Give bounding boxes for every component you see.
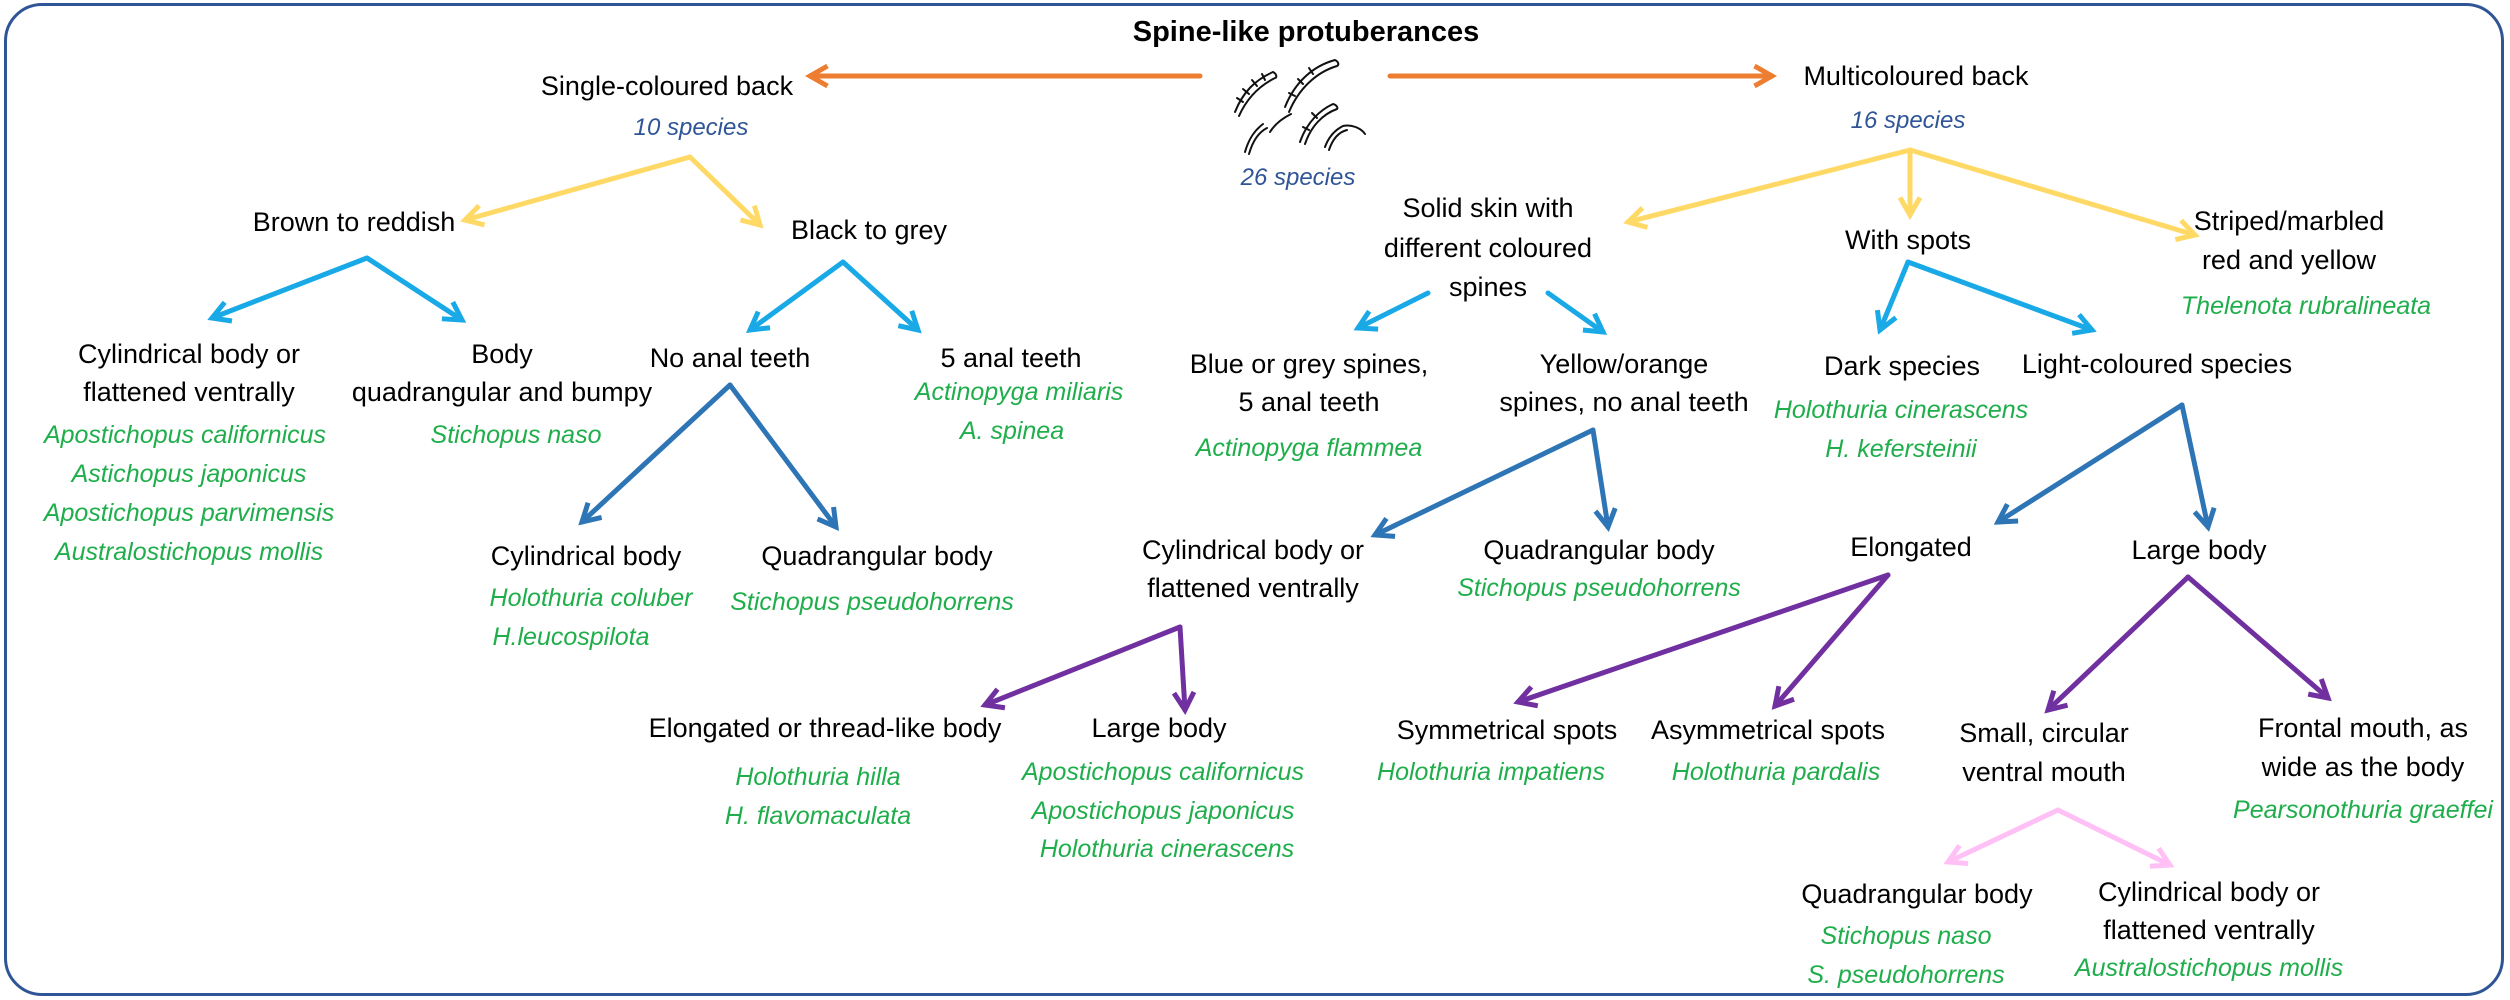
arrow-noanal-to-cyl bbox=[578, 382, 733, 526]
arrow-black-to-noanal bbox=[745, 259, 846, 333]
sm-quad-species-1: Stichopus naso bbox=[1820, 922, 1992, 950]
sea-cucumber-sketch-icon bbox=[1234, 59, 1366, 155]
dark-species-label: Dark species bbox=[1823, 351, 1981, 381]
yc-large-species-3: Holothuria cinerascens bbox=[1039, 835, 1295, 863]
yc-large-species-2: Apostichopus japonicus bbox=[1031, 797, 1295, 825]
light-large-body-label: Large body bbox=[2131, 535, 2267, 565]
arrow-large-to-smallmouth bbox=[2044, 574, 2191, 714]
sm-cyl-species-1: Australostichopus mollis bbox=[2074, 954, 2344, 982]
arrow-spots-to-light bbox=[1905, 259, 2097, 336]
arrow-light-to-elongated bbox=[1993, 402, 2185, 525]
yellow-quad-label: Quadrangular body bbox=[1483, 535, 1715, 565]
sm-quad-label: Quadrangular body bbox=[1801, 879, 2033, 909]
arrow-elongated-to-sym bbox=[1513, 572, 1891, 709]
noanal-cyl-species-2: H.leucospilota bbox=[492, 623, 650, 651]
five-anal-species-2: A. spinea bbox=[959, 417, 1065, 445]
small-mouth-label-line1: Small, circular bbox=[1959, 718, 2129, 748]
dark-species-2: H. kefersteinii bbox=[1825, 435, 1977, 463]
small-mouth-label-line2: ventral mouth bbox=[1962, 757, 2126, 787]
arrow-spots-to-dark bbox=[1874, 259, 1911, 335]
arrow-yellowspines-to-quad bbox=[1590, 427, 1618, 532]
yellow-spines-label-line2: spines, no anal teeth bbox=[1499, 387, 1749, 417]
brown-cyl-species-1: Apostichopus californicus bbox=[43, 421, 327, 449]
striped-species-1: Thelenota rubralineata bbox=[2180, 292, 2432, 320]
frontal-mouth-species-1: Pearsonothuria graeffei bbox=[2233, 796, 2493, 824]
arrow-multi-to-solid bbox=[1623, 147, 1913, 230]
single-coloured-back-count: 10 species bbox=[633, 114, 749, 141]
yc-large-body-label: Large body bbox=[1091, 713, 1227, 743]
arrow-cyl-to-large bbox=[1171, 624, 1197, 716]
five-anal-species-1: Actinopyga miliaris bbox=[914, 378, 1124, 406]
root-species-count: 26 species bbox=[1240, 164, 1356, 191]
brown-quad-label-line2: quadrangular and bumpy bbox=[351, 377, 653, 407]
arrow-elongated-to-asym bbox=[1771, 572, 1891, 710]
sm-cyl-label-line2: flattened ventrally bbox=[2103, 915, 2315, 945]
blue-spines-label-line1: Blue or grey spines, bbox=[1189, 349, 1429, 379]
solid-skin-label-line3: spines bbox=[1448, 272, 1528, 302]
solid-skin-label-line1: Solid skin with bbox=[1402, 193, 1574, 223]
arrow-single-to-brown bbox=[460, 154, 693, 228]
multicoloured-back-count: 16 species bbox=[1850, 107, 1966, 134]
arrow-yellowspines-to-cyl bbox=[1370, 427, 1596, 539]
yc-elongated-species-2: H. flavomaculata bbox=[724, 802, 912, 830]
brown-cyl-species-3: Apostichopus parvimensis bbox=[43, 499, 335, 527]
with-spots-label: With spots bbox=[1844, 225, 1972, 255]
brown-to-reddish-label: Brown to reddish bbox=[252, 207, 456, 237]
arrow-noanal-to-quad bbox=[727, 382, 840, 532]
symmetrical-spots-label: Symmetrical spots bbox=[1396, 715, 1618, 745]
brown-cyl-label-line2: flattened ventrally bbox=[83, 377, 295, 407]
arrow-smallmouth-to-quad bbox=[1943, 807, 2061, 867]
yc-elongated-species-1: Holothuria hilla bbox=[735, 763, 901, 791]
sm-cyl-label-line1: Cylindrical body or bbox=[2097, 877, 2321, 907]
brown-quad-label-line1: Body bbox=[471, 339, 533, 369]
symmetrical-species-1: Holothuria impatiens bbox=[1377, 758, 1605, 786]
blue-spines-label-line2: 5 anal teeth bbox=[1238, 387, 1380, 417]
yc-elongated-label: Elongated or thread-like body bbox=[648, 713, 1002, 743]
light-elongated-label: Elongated bbox=[1850, 532, 1972, 562]
asymmetrical-species-1: Holothuria pardalis bbox=[1671, 758, 1881, 786]
arrow-light-to-large bbox=[2179, 402, 2217, 532]
black-to-grey-label: Black to grey bbox=[790, 215, 948, 245]
frontal-mouth-label-line2: wide as the body bbox=[2261, 752, 2465, 782]
yellow-cyl-label-line2: flattened ventrally bbox=[1147, 573, 1359, 603]
multicoloured-back-label: Multicoloured back bbox=[1803, 61, 2029, 91]
yellow-spines-label-line1: Yellow/orange bbox=[1539, 349, 1709, 379]
arrow-multi-to-striped bbox=[1907, 147, 2200, 243]
arrow-single-to-black bbox=[687, 154, 764, 229]
five-anal-teeth-label: 5 anal teeth bbox=[940, 343, 1082, 373]
noanal-quad-species-1: Stichopus pseudohorrens bbox=[730, 588, 1014, 616]
asymmetrical-spots-label: Asymmetrical spots bbox=[1650, 715, 1886, 745]
diagram-frame bbox=[4, 3, 2504, 996]
striped-label-line2: red and yellow bbox=[2201, 245, 2377, 275]
arrow-cyl-to-elongated bbox=[980, 624, 1183, 711]
arrow-solid-to-yellowspines bbox=[1545, 290, 1608, 335]
brown-quad-species-1: Stichopus naso bbox=[430, 421, 602, 449]
striped-label-line1: Striped/marbled bbox=[2193, 206, 2385, 236]
noanal-quad-label: Quadrangular body bbox=[761, 541, 993, 571]
yc-large-species-1: Apostichopus californicus bbox=[1021, 758, 1305, 786]
arrow-black-to-fiveanal bbox=[840, 259, 922, 334]
brown-cyl-label-line1: Cylindrical body or bbox=[77, 339, 301, 369]
solid-skin-label-line2: different coloured bbox=[1383, 233, 1593, 263]
brown-cyl-species-2: Astichopus japonicus bbox=[71, 460, 307, 488]
dark-species-1: Holothuria cinerascens bbox=[1773, 396, 2029, 424]
arrow-brown-to-cyl bbox=[207, 255, 370, 324]
blue-spines-species-1: Actinopyga flammea bbox=[1195, 434, 1423, 462]
noanal-cyl-label: Cylindrical body bbox=[490, 541, 682, 571]
noanal-cyl-species-1: Holothuria coluber bbox=[489, 584, 693, 612]
brown-cyl-species-4: Australostichopus mollis bbox=[54, 538, 324, 566]
single-coloured-back-label: Single-coloured back bbox=[540, 71, 794, 101]
yellow-quad-species-1: Stichopus pseudohorrens bbox=[1457, 574, 1741, 602]
arrow-smallmouth-to-cyl bbox=[2055, 807, 2175, 869]
no-anal-teeth-label: No anal teeth bbox=[649, 343, 811, 373]
diagram-title: Spine-like protuberances bbox=[1132, 16, 1480, 48]
yellow-cyl-label-line1: Cylindrical body or bbox=[1141, 535, 1365, 565]
frontal-mouth-label-line1: Frontal mouth, as bbox=[2257, 713, 2469, 743]
light-coloured-species-label: Light-coloured species bbox=[2021, 349, 2293, 379]
arrow-solid-to-bluespines bbox=[1353, 290, 1431, 332]
arrow-brown-to-quad bbox=[364, 255, 467, 323]
arrow-large-to-frontal bbox=[2185, 574, 2332, 702]
sm-quad-species-2: S. pseudohorrens bbox=[1807, 961, 2005, 989]
